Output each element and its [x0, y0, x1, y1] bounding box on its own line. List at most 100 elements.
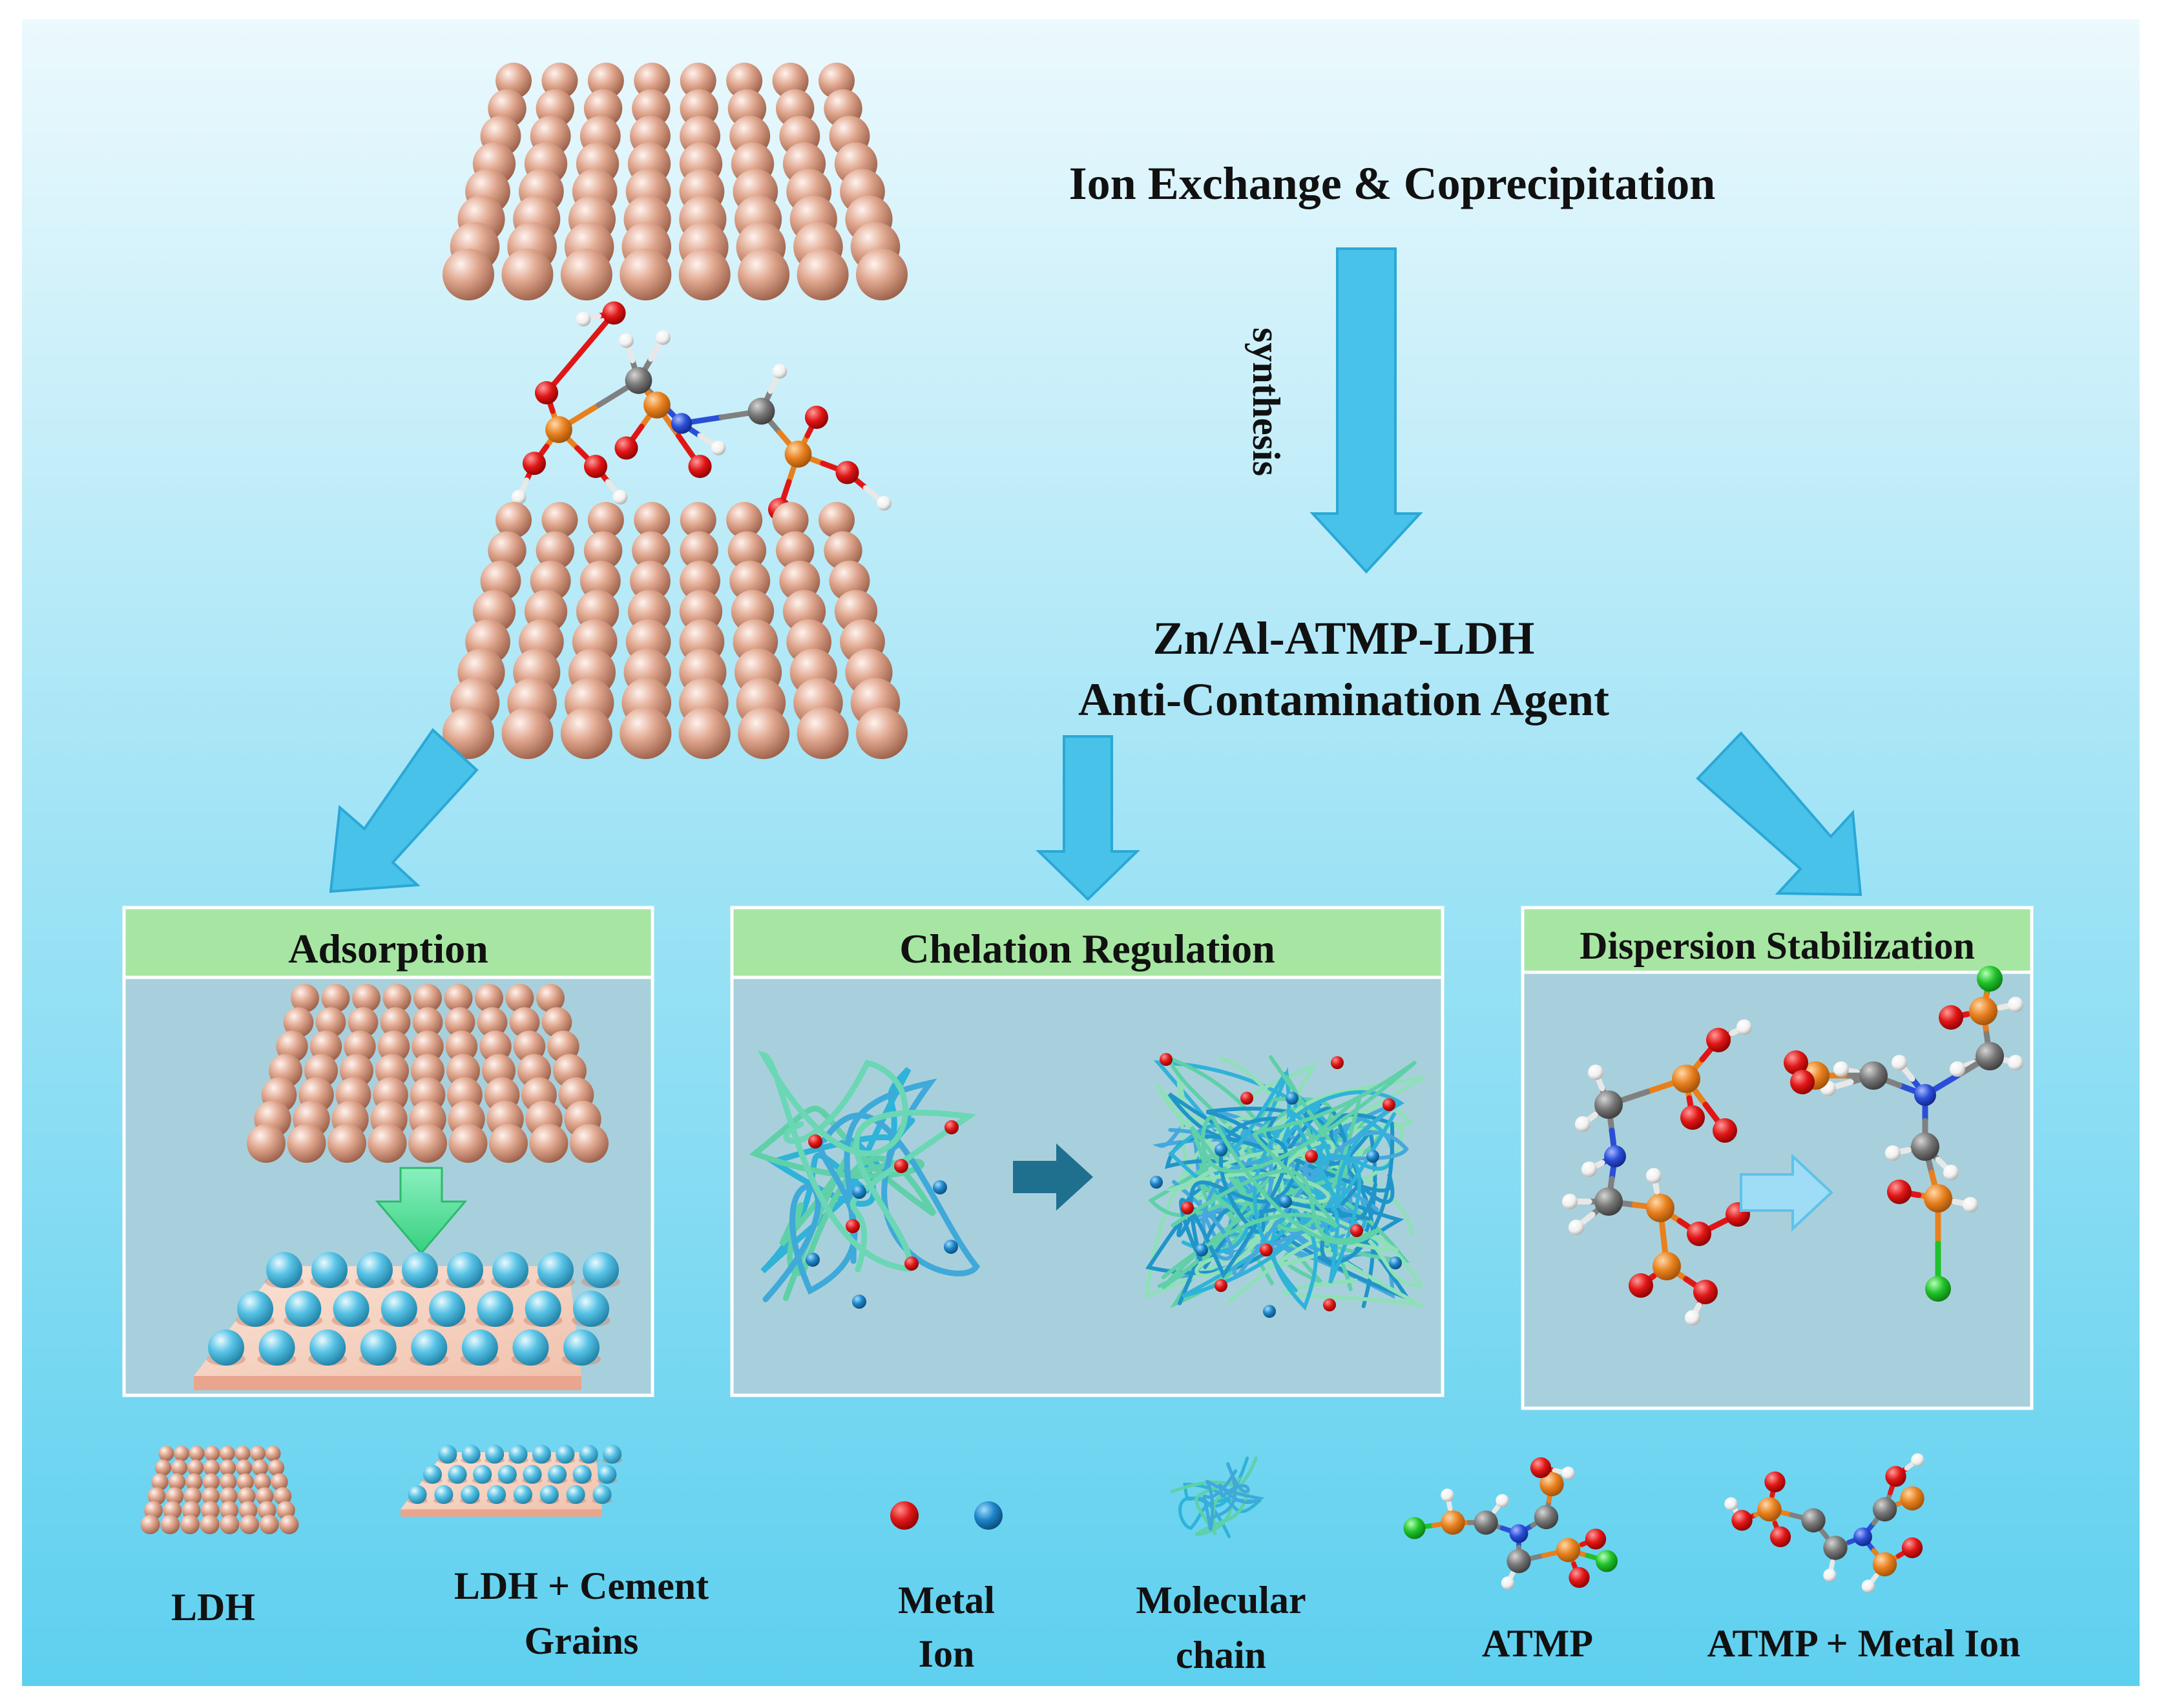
ldh-sphere [328, 1124, 366, 1163]
hydrogen-atom [1575, 1116, 1591, 1132]
cement-grain [603, 1444, 622, 1464]
hydrogen-atom [1737, 1019, 1752, 1035]
ldh-sphere [856, 707, 908, 759]
legend-molecular-chain-icon [1170, 1456, 1265, 1539]
ldh-sphere [315, 1007, 346, 1037]
cement-grain [309, 1329, 346, 1366]
ldh-sphere [776, 531, 815, 570]
cement-grain [477, 1291, 514, 1327]
ldh-sphere [738, 707, 790, 759]
polymer-strand [1179, 1116, 1371, 1279]
ldh-sphere [772, 502, 809, 538]
phosphorus-atom [1757, 1497, 1782, 1522]
arrows [329, 247, 1862, 901]
metal-ion-red [904, 1256, 919, 1271]
product-description: Anti-Contamination Agent [1078, 674, 1609, 725]
chelation-transition-arrow [1013, 1143, 1093, 1211]
ldh-sphere [536, 531, 574, 570]
ldh-sphere [412, 1030, 444, 1063]
cement-grain [537, 1252, 574, 1288]
ldh-sphere [634, 502, 671, 538]
ldh-sphere [220, 1473, 237, 1491]
oxygen-atom [1530, 1457, 1552, 1479]
chelation-panel-title: Chelation Regulation [899, 926, 1275, 972]
legend-atmp-metal-label: ATMP + Metal Ion [1707, 1622, 2021, 1665]
atmp-molecule-after [1784, 966, 2023, 1302]
ldh-sphere [479, 1030, 512, 1063]
oxygen-atom [1769, 1526, 1791, 1548]
ldh-sphere [200, 1501, 220, 1520]
hydrogen-atom [711, 441, 726, 455]
legend-ldh-cement-icon [401, 1444, 623, 1517]
legend-ldh-cement-label-line1: LDH + Cement [454, 1565, 709, 1607]
carbon-atom [1976, 1042, 2004, 1070]
ldh-sphere [560, 707, 612, 759]
oxygen-atom [1887, 1180, 1912, 1204]
ldh-sphere [171, 1459, 188, 1476]
metal-ion-red [1323, 1298, 1336, 1311]
oxygen-atom [688, 454, 712, 479]
ldh-sphere [680, 560, 720, 601]
polymer-strand [1202, 1462, 1265, 1531]
ldh-sphere [265, 1446, 281, 1461]
ldh-sphere [163, 1501, 182, 1520]
oxygen-atom [1764, 1471, 1786, 1493]
cement-grain [411, 1329, 448, 1366]
ldh-sphere [509, 1007, 540, 1037]
phosphorus-atom [784, 441, 812, 468]
plate-edge [194, 1376, 581, 1390]
cement-grain [208, 1329, 244, 1366]
chlorine-atom [1977, 966, 2003, 992]
ldh-sphere [501, 707, 554, 759]
ldh-sphere [249, 1446, 266, 1461]
carbon-atom [1859, 1061, 1888, 1090]
hydrogen-atom [1501, 1576, 1515, 1590]
polymer-strand [758, 1050, 977, 1273]
hydrogen-atom [511, 490, 527, 505]
hydrogen-atom [1861, 1579, 1875, 1593]
metal-ion-red [1350, 1224, 1363, 1237]
ldh-sphere [352, 984, 381, 1012]
hydrogen-atom [1943, 1165, 1959, 1180]
hydrogen-atom [772, 364, 787, 379]
oxygen-atom [1939, 1005, 1963, 1030]
ldh-sphere [380, 1007, 411, 1037]
ldh-sphere [147, 1487, 166, 1505]
ldh-sphere [238, 1501, 258, 1520]
nitrogen-atom [671, 413, 693, 434]
cement-grain [556, 1444, 575, 1464]
cement-grain [434, 1484, 454, 1505]
oxygen-atom [583, 454, 608, 479]
ldh-sphere [477, 1007, 508, 1037]
ldh-sphere [200, 1515, 220, 1534]
ldh-sphere [348, 1007, 379, 1037]
cement-grain [523, 1464, 542, 1484]
cement-grain [381, 1291, 417, 1327]
ldh-sphere [726, 63, 763, 99]
ldh-sphere [541, 1007, 572, 1037]
ldh-sphere [579, 560, 621, 601]
phosphorus-atom [545, 416, 572, 443]
hydrogen-atom [1911, 1453, 1924, 1467]
ldh-sphere [634, 63, 671, 99]
ldh-sphere [475, 984, 503, 1012]
legend-atmp-icon [1403, 1457, 1618, 1590]
ldh-sphere [727, 531, 767, 570]
ldh-sphere [411, 1054, 444, 1088]
hydrogen-atom [1588, 1065, 1603, 1080]
ldh-sphere [291, 984, 319, 1012]
legend-atmp-label: ATMP [1482, 1622, 1593, 1665]
ldh-sphere [237, 1487, 256, 1505]
ldh-sphere [279, 1515, 299, 1534]
ldh-sphere [321, 984, 350, 1012]
metal-ion-red [808, 1134, 822, 1149]
ldh-sphere [247, 1124, 286, 1163]
metal-ion-red [1215, 1279, 1227, 1292]
metal-ion-red [1160, 1053, 1173, 1066]
ldh-sphere [678, 707, 731, 759]
hydrogen-atom [656, 330, 671, 345]
ldh-sphere [819, 502, 855, 538]
ldh-sphere [680, 531, 718, 570]
cement-grain [563, 1329, 600, 1366]
ldh-sphere [444, 1007, 475, 1037]
